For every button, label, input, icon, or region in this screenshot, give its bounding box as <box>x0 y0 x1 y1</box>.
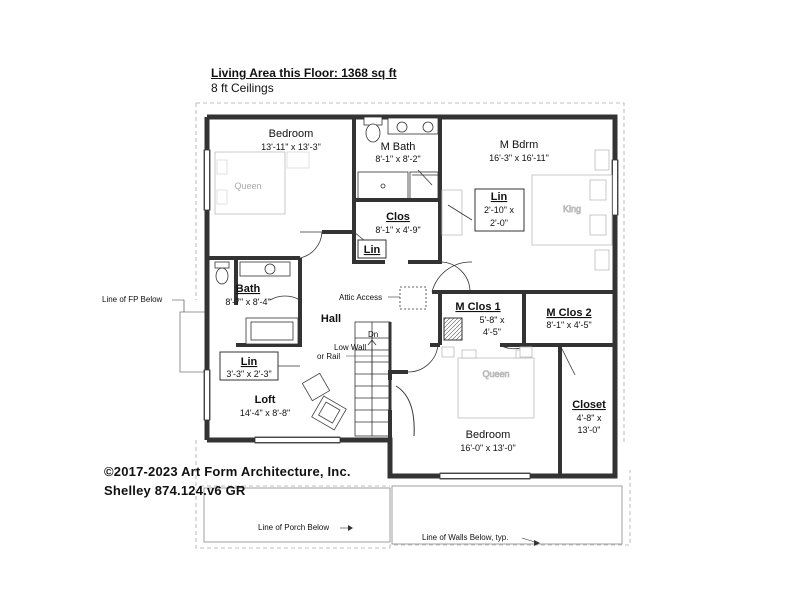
queen-bed-nw: Queen <box>214 151 310 215</box>
room-name: Closet <box>572 399 606 411</box>
porch-lines <box>203 485 623 545</box>
lin-master-box <box>474 188 525 232</box>
fireplace-note: Line of FP Below <box>102 295 163 304</box>
window-frames <box>203 149 619 480</box>
bed-label: King <box>563 204 581 214</box>
leader-line <box>447 204 473 221</box>
windows <box>205 150 617 478</box>
porch-note: Line of Porch Below <box>258 523 329 532</box>
room-size: 14'-4" x 8'-8" <box>240 408 290 418</box>
room-name: M Clos 2 <box>546 307 591 319</box>
walls-below-note: Line of Walls Below, typ. <box>422 533 508 542</box>
bed-label: Queen <box>234 181 261 191</box>
room-size: 8'-1" x 8'-2" <box>375 154 420 164</box>
room-name: M Bdrm <box>500 139 539 151</box>
room-size: 13'-0" <box>578 425 601 435</box>
down-arrow-label: Dn <box>368 330 378 339</box>
room-size: 13'-11" x 13'-3" <box>261 142 321 152</box>
loft-chairs <box>301 372 347 431</box>
room-size: 8'-1" x 4'-9" <box>375 225 420 235</box>
dashed-outline-lines <box>195 102 631 549</box>
room-size: 5'-8" x <box>480 315 505 325</box>
room-name: Lin <box>491 191 508 203</box>
room-size: 3'-3" x 2'-3" <box>226 369 271 379</box>
attic-access-hatch <box>399 286 427 310</box>
room-size: 2'-10" x <box>484 205 514 215</box>
room-name: Bedroom <box>466 429 511 441</box>
floor-area-title: Living Area this Floor: 1368 sq ft <box>211 66 397 80</box>
room-labels: Bedroom 13'-11" x 13'-3" M Bath 8'-1" x … <box>225 128 606 453</box>
room-name: Clos <box>386 211 410 223</box>
low-wall-note: or Rail <box>317 352 340 361</box>
copyright-notice: ©2017-2023 Art Form Architecture, Inc. <box>104 464 351 479</box>
king-bed: King <box>531 149 613 271</box>
queen-bed-se: Queen <box>441 346 535 419</box>
plan-identifier: Shelley 874.124.v6 GR <box>104 483 246 498</box>
room-name: Loft <box>255 394 276 406</box>
room-size: 4'-5" <box>483 327 501 337</box>
room-size: 16'-0" x 13'-0" <box>460 443 515 453</box>
room-size: 16'-3" x 16'-11" <box>489 153 549 163</box>
stairs <box>354 321 391 437</box>
ceiling-height-note: 8 ft Ceilings <box>211 81 274 95</box>
lin-hall-box <box>219 351 279 381</box>
low-wall-note: Low Wall <box>334 343 366 352</box>
plan-notes: Attic Access Dn Low Wall or Rail Line of… <box>102 293 540 546</box>
room-size: 4'-8" x <box>577 413 602 423</box>
room-name: M Bath <box>381 141 416 153</box>
room-name: Hall <box>321 313 341 325</box>
dresser <box>441 189 463 236</box>
room-name: M Clos 1 <box>455 301 500 313</box>
room-size: 8'-7" x 8'-4" <box>225 297 270 307</box>
room-name: Bath <box>236 283 261 295</box>
room-name: Lin <box>364 244 381 256</box>
bath-fixtures <box>214 261 299 345</box>
curved-wall <box>395 385 415 437</box>
lin-small-box <box>357 239 387 259</box>
bed-label: Queen <box>482 369 509 379</box>
mech-chase <box>443 317 463 341</box>
fireplace-outline <box>179 311 206 373</box>
room-name: Lin <box>241 356 258 368</box>
master-bath-fixtures <box>357 116 439 201</box>
door-swings <box>269 169 576 376</box>
room-name: Bedroom <box>269 128 314 140</box>
room-size: 2'-0" <box>490 218 508 228</box>
attic-access-note: Attic Access <box>339 293 382 302</box>
room-size: 8'-1" x 4'-5" <box>546 320 591 330</box>
